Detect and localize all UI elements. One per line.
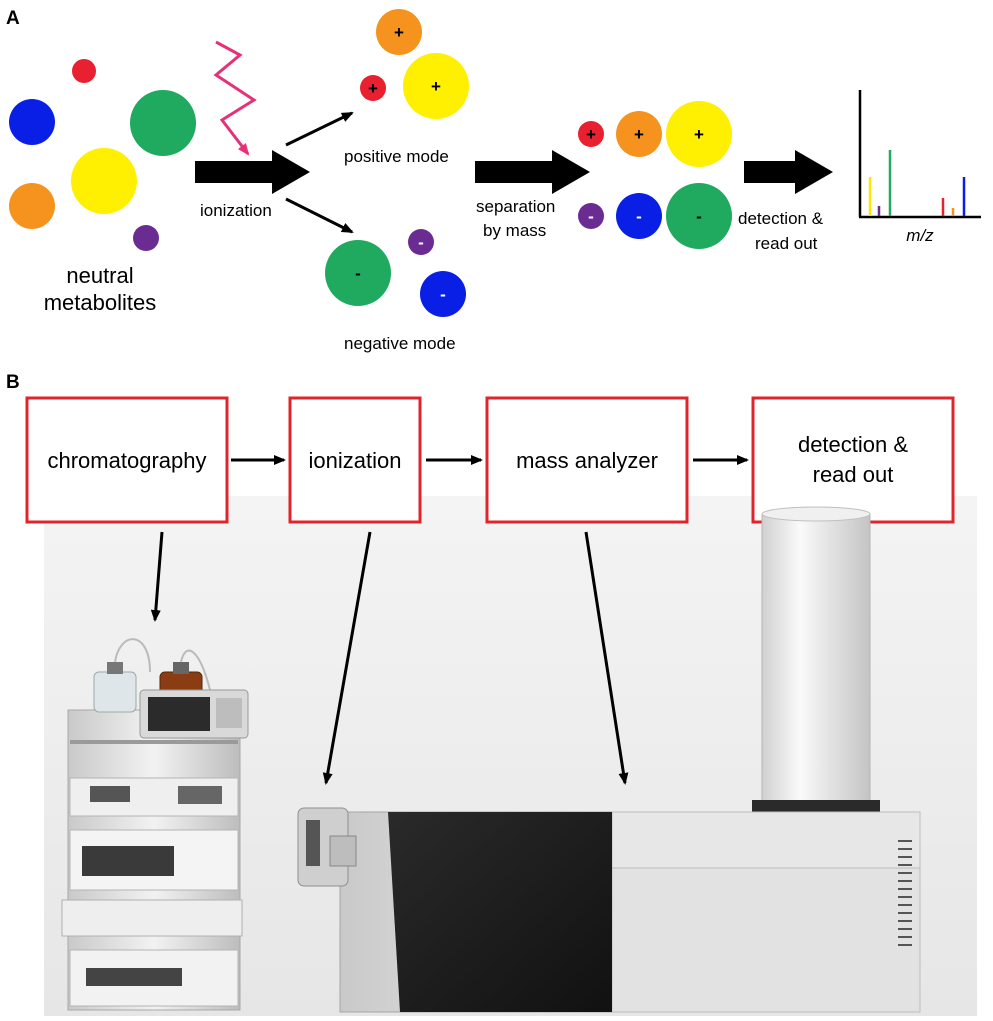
box-label: detection & xyxy=(798,432,908,457)
separation-label-line2: by mass xyxy=(483,221,546,240)
positive-mode-label: positive mode xyxy=(344,147,449,166)
mass-spectrum: m/z xyxy=(858,90,981,245)
separation-arrow xyxy=(475,150,590,194)
workflow-box-detection: detection & read out xyxy=(751,396,955,524)
neutral-green-molecule xyxy=(130,90,196,156)
positive-ions: + + + xyxy=(360,9,469,119)
positive-sign: + xyxy=(368,79,378,98)
negative-branch-arrow xyxy=(285,197,354,234)
negative-sign: - xyxy=(418,233,424,252)
detection-arrow xyxy=(744,150,833,194)
negative-sign: - xyxy=(636,207,642,226)
sep-purple-ion xyxy=(578,203,604,229)
negative-sign: - xyxy=(355,264,361,283)
sep-red-ion xyxy=(578,121,604,147)
hplc-instrument xyxy=(61,638,249,1011)
box-label: mass analyzer xyxy=(516,448,658,473)
positive-sign: + xyxy=(431,77,441,96)
negative-sign: - xyxy=(440,285,446,304)
sep-orange-ion xyxy=(616,111,662,157)
neutral-metabolites xyxy=(9,59,196,251)
positive-sign: + xyxy=(694,125,704,144)
separation-label-line1: separation xyxy=(476,197,555,216)
sep-green-ion xyxy=(666,183,732,249)
workflow-box-mass-analyzer: mass analyzer xyxy=(485,396,689,524)
negative-green-ion xyxy=(325,240,391,306)
pointer-arrow-chromatography xyxy=(150,531,164,622)
box-label: chromatography xyxy=(48,448,207,473)
neutral-orange-molecule xyxy=(9,183,55,229)
positive-yellow-ion xyxy=(403,53,469,119)
detection-label-line1: detection & xyxy=(738,209,824,228)
negative-mode-label: negative mode xyxy=(344,334,456,353)
ionization-label: ionization xyxy=(200,201,272,220)
negative-purple-ion xyxy=(408,229,434,255)
pointer-arrow-ionization xyxy=(322,531,372,785)
workflow-box-ionization: ionization xyxy=(288,396,422,524)
neutral-blue-molecule xyxy=(9,99,55,145)
box-label: read out xyxy=(813,462,894,487)
negative-sign: - xyxy=(588,207,594,226)
positive-sign: + xyxy=(634,125,644,144)
workflow-box-chromatography: chromatography xyxy=(25,396,229,524)
detection-label-line2: read out xyxy=(755,234,818,253)
spectrum-axis-label: m/z xyxy=(906,226,934,245)
separated-positive-ions: + + + xyxy=(578,101,732,167)
lightning-bolt-icon xyxy=(213,40,257,156)
separated-negative-ions: - - - xyxy=(578,183,732,249)
mass-spectrometer xyxy=(297,506,921,1013)
box-label: ionization xyxy=(309,448,402,473)
negative-blue-ion xyxy=(420,271,466,317)
negative-ions: - - - xyxy=(325,229,466,317)
neutral-label-line1: neutral xyxy=(66,263,133,288)
positive-sign: + xyxy=(586,125,596,144)
panel-a-label: A xyxy=(6,8,20,29)
neutral-purple-molecule xyxy=(133,225,159,251)
neutral-yellow-molecule xyxy=(71,148,137,214)
sep-yellow-ion xyxy=(666,101,732,167)
neutral-label-line2: metabolites xyxy=(44,290,157,315)
positive-sign: + xyxy=(394,23,404,42)
neutral-red-molecule xyxy=(72,59,96,83)
sep-blue-ion xyxy=(616,193,662,239)
positive-red-ion xyxy=(360,75,386,101)
panel-b-label: B xyxy=(6,372,20,393)
pointer-arrow-mass-analyzer xyxy=(584,531,629,785)
positive-orange-ion xyxy=(376,9,422,55)
ionization-arrow xyxy=(195,150,310,194)
negative-sign: - xyxy=(696,207,702,226)
positive-branch-arrow xyxy=(285,111,354,147)
